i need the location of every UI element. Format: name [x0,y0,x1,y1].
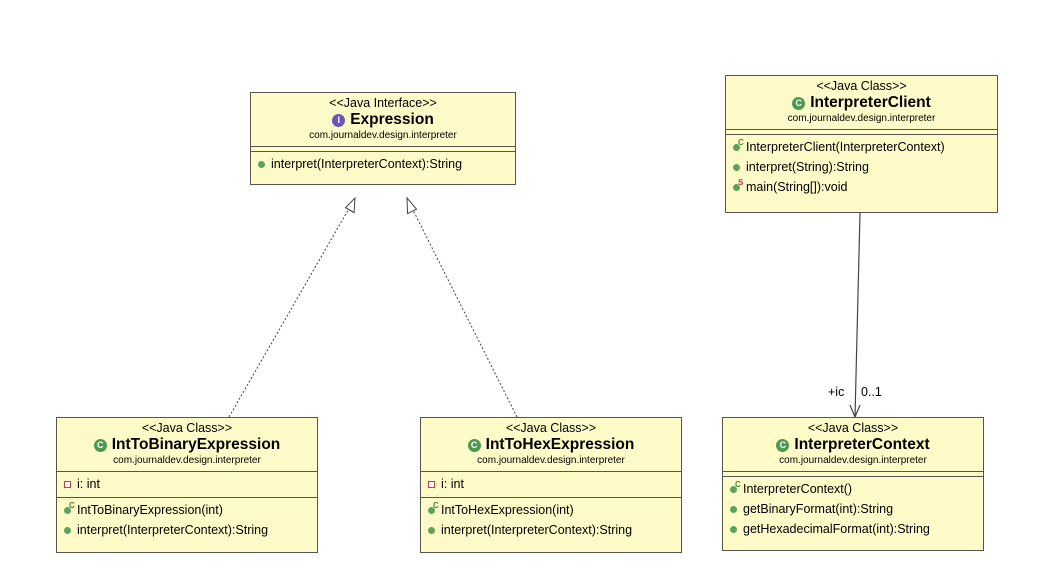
class-title: C InterpreterContext [727,436,979,454]
attribute-section [723,471,983,476]
constructor-modifier-icon: C [69,501,75,510]
public-method-icon [730,506,737,513]
operation: C IntToHexExpression(int) [421,500,681,520]
interpreter-client-class[interactable]: <<Java Class>> C InterpreterClient com.j… [725,75,998,213]
constructor-modifier-icon: C [735,480,741,489]
attribute: i: int [421,474,681,494]
static-modifier-icon: S [738,178,744,187]
public-method-icon [730,526,737,533]
public-method-icon [733,144,740,151]
association-role-label: +ic [828,385,845,399]
stereotype-label: <<Java Class>> [816,79,907,93]
class-name: InterpreterContext [794,436,930,453]
stereotype-label: <<Java Class>> [141,421,233,435]
class-name: IntToBinaryExpression [111,436,281,453]
class-name: InterpreterClient [810,94,931,111]
class-name: IntToHexExpression [485,436,635,453]
class-header: <<Java Class>> C InterpreterContext com.… [723,418,983,471]
attribute: i: int [57,474,317,494]
operation-section: C InterpreterClient(InterpreterContext) … [726,134,997,200]
class-header: <<Java Interface>> I Expression com.jour… [251,93,515,146]
public-method-icon [733,184,740,191]
operation-section: C InterpreterContext() getBinaryFormat(i… [723,476,983,542]
package-label: com.journaldev.design.interpreter [779,455,927,466]
public-method-icon [428,527,435,534]
constructor-modifier-icon: C [738,138,744,147]
association-multiplicity-label: 0..1 [861,385,882,399]
operation: C InterpreterContext() [723,479,983,499]
attribute-section: i: int [57,471,317,497]
class-icon: C [792,96,806,110]
realization-arrow-hex [406,196,518,418]
stereotype-label: <<Java Class>> [505,421,597,435]
package-label: com.journaldev.design.interpreter [787,113,936,124]
package-label: com.journaldev.design.interpreter [113,455,261,466]
class-icon: C [776,438,790,452]
operation: getBinaryFormat(int):String [723,499,983,519]
int-to-binary-expression-class[interactable]: <<Java Class>> C IntToBinaryExpression c… [56,417,318,553]
operation: C InterpreterClient(InterpreterContext) [726,137,997,157]
class-icon: C [93,438,107,452]
constructor-modifier-icon: C [433,501,439,510]
attribute-section [726,129,997,134]
operation-section: C IntToHexExpression(int) interpret(Inte… [421,497,681,543]
operation: S main(String[]):void [726,177,997,197]
class-title: I Expression [255,111,511,129]
operation: interpret(InterpreterContext):String [57,520,317,540]
expression-interface[interactable]: <<Java Interface>> I Expression com.jour… [250,92,516,185]
private-field-icon [428,481,435,488]
operation: getHexadecimalFormat(int):String [723,519,983,539]
class-title: C InterpreterClient [730,94,993,112]
stereotype-label: <<Java Class>> [807,421,899,435]
package-label: com.journaldev.design.interpreter [309,130,457,141]
class-header: <<Java Class>> C IntToHexExpression com.… [421,418,681,471]
operation-section: interpret(InterpreterContext):String [251,151,515,177]
operation: interpret(String):String [726,157,997,177]
attribute-section: i: int [421,471,681,497]
operation: interpret(InterpreterContext):String [421,520,681,540]
attribute-section [251,146,515,151]
class-icon: C [467,438,481,452]
public-method-icon [64,527,71,534]
realization-arrow-binary [228,196,356,418]
interpreter-context-class[interactable]: <<Java Class>> C InterpreterContext com.… [722,417,984,551]
class-title: C IntToHexExpression [425,436,677,454]
class-header: <<Java Class>> C InterpreterClient com.j… [726,76,997,129]
interface-icon: I [332,113,346,127]
private-field-icon [64,481,71,488]
int-to-hex-expression-class[interactable]: <<Java Class>> C IntToHexExpression com.… [420,417,682,553]
public-method-icon [64,507,71,514]
class-name: Expression [350,111,434,128]
public-method-icon [258,161,265,168]
class-header: <<Java Class>> C IntToBinaryExpression c… [57,418,317,471]
package-label: com.journaldev.design.interpreter [477,455,625,466]
public-method-icon [733,164,740,171]
operation: C IntToBinaryExpression(int) [57,500,317,520]
public-method-icon [730,486,737,493]
stereotype-label: <<Java Interface>> [329,96,437,110]
class-title: C IntToBinaryExpression [61,436,313,454]
association-arrow [849,212,861,419]
operation-section: C IntToBinaryExpression(int) interpret(I… [57,497,317,543]
public-method-icon [428,507,435,514]
operation: interpret(InterpreterContext):String [251,154,515,174]
